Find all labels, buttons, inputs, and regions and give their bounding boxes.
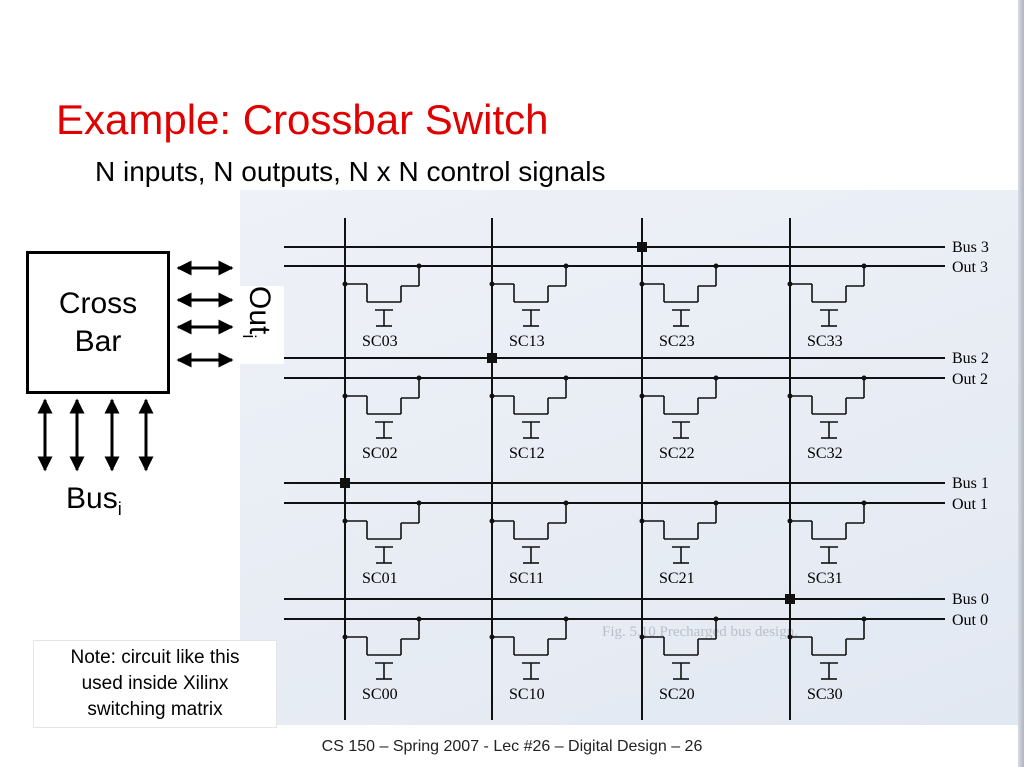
connection-node-1 <box>487 353 497 363</box>
switch-cell-SC01-label: SC01 <box>362 570 398 587</box>
switch-cell-SC10-out-dot <box>563 616 569 622</box>
switch-cell-SC30-label: SC30 <box>807 686 843 703</box>
switch-cell-SC21-out-dot <box>713 500 719 506</box>
switch-cell-SC12-out-dot <box>563 375 569 381</box>
switch-cell-SC13-out-dot <box>563 263 569 269</box>
switch-cell-SC22-out-dot <box>713 375 719 381</box>
out-label-subscript: i <box>239 334 259 339</box>
switch-cell-SC32-out-dot <box>861 375 867 381</box>
switch-cell-SC00-label: SC00 <box>362 686 398 703</box>
crossbar-label-line1: Cross <box>58 286 138 320</box>
note-line-3: switching matrix <box>87 699 223 720</box>
switch-cell-SC23-label: SC23 <box>659 333 695 350</box>
bus-label-3: Bus 0 <box>952 591 989 608</box>
switch-cell-SC33-out-dot <box>861 263 867 269</box>
out-label-2: Out 1 <box>952 496 988 513</box>
out-label-1: Out 2 <box>952 371 988 388</box>
slide-footer: CS 150 – Spring 2007 - Lec #26 – Digital… <box>321 738 703 755</box>
crossbar-io-arrows <box>37 260 234 472</box>
switch-cell-SC00-out-dot <box>416 616 422 622</box>
connection-node-0 <box>637 242 647 252</box>
switch-cell-SC20-label: SC20 <box>659 686 695 703</box>
out-label-text: Out <box>243 286 276 335</box>
connection-node-3 <box>785 594 795 604</box>
note-line-1: Note: circuit like this <box>70 647 240 668</box>
out-label-0: Out 3 <box>952 259 988 276</box>
bus-label-1: Bus 2 <box>952 350 989 367</box>
bus-label-text: Bus <box>66 482 118 515</box>
bus-label-0: Bus 3 <box>952 239 989 256</box>
switch-cell-SC33-label: SC33 <box>807 333 843 350</box>
switch-cell-SC21-label: SC21 <box>659 570 695 587</box>
out-label-3: Out 0 <box>952 612 988 629</box>
crossbar-block: Cross Bar <box>26 251 170 394</box>
switch-cell-SC13-label: SC13 <box>509 333 545 350</box>
crossbar-circuit-svg: Fig. 5.10 Precharged bus design. Bus 3 Ou… <box>284 218 989 720</box>
connection-node-2 <box>340 478 350 488</box>
bus-label-subscript: i <box>117 499 122 519</box>
switch-cell-SC30-out-dot <box>861 616 867 622</box>
switch-cell-SC11-out-dot <box>563 500 569 506</box>
switch-cell-SC02-label: SC02 <box>362 445 398 462</box>
switch-cell-SC12-label: SC12 <box>509 445 545 462</box>
slide-subtitle: N inputs, N outputs, N x N control signa… <box>95 156 606 187</box>
switch-cell-SC03-out-dot <box>416 263 422 269</box>
crossbar-circuit-figure: Fig. 5.10 Precharged bus design. Bus 3 Ou… <box>240 190 1018 725</box>
switch-cell-SC01-out-dot <box>416 500 422 506</box>
switch-cell-SC31-out-dot <box>861 500 867 506</box>
switch-cell-SC31-label: SC31 <box>807 570 843 587</box>
slide-right-edge <box>1018 0 1024 767</box>
switch-cell-SC10-label: SC10 <box>509 686 545 703</box>
faded-caption: Fig. 5.10 Precharged bus design. <box>602 624 798 640</box>
switch-cell-SC02-out-dot <box>416 375 422 381</box>
note-box: Note: circuit like this used inside Xili… <box>33 640 277 728</box>
switch-cell-SC20-out-dot <box>713 616 719 622</box>
note-line-2: used inside Xilinx <box>81 673 229 694</box>
crossbar-label-line2: Bar <box>74 324 122 358</box>
switch-cell-SC22-label: SC22 <box>659 445 695 462</box>
switch-cell-SC03-label: SC03 <box>362 333 398 350</box>
switch-cell-SC11-label: SC11 <box>509 570 544 587</box>
bus-i-label: Busi <box>66 482 122 520</box>
out-i-label: Outi <box>236 286 284 364</box>
switch-cell-SC23-out-dot <box>713 263 719 269</box>
switch-cell-SC32-label: SC32 <box>807 445 843 462</box>
slide-title: Example: Crossbar Switch <box>56 96 549 143</box>
bus-label-2: Bus 1 <box>952 475 989 492</box>
